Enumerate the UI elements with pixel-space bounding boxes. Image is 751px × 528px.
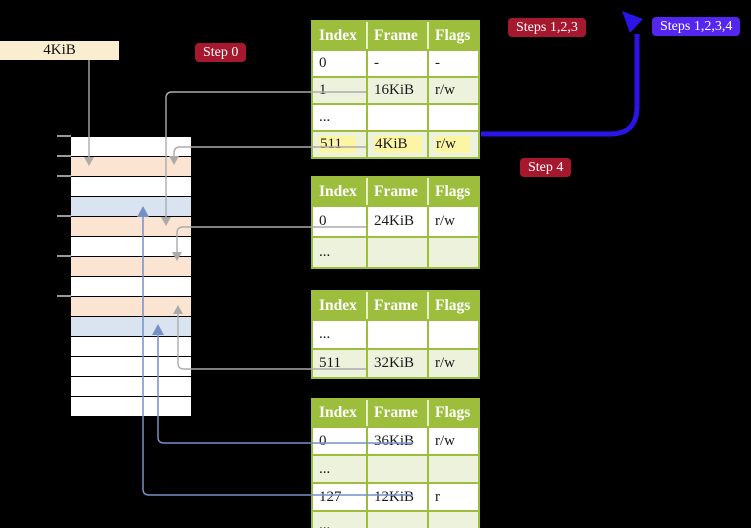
table-cell: Frame	[366, 22, 427, 49]
memory-row-page_table	[71, 157, 191, 177]
physical-memory-strip	[70, 136, 192, 417]
table-cell: Index	[319, 26, 357, 44]
memory-row-page_table	[71, 217, 191, 237]
table-row: ...	[313, 454, 478, 482]
table-cell: Flags	[427, 400, 478, 426]
table-cell	[366, 238, 427, 267]
table-cell: ...	[319, 326, 331, 342]
table-cell: 511	[313, 132, 366, 157]
memory-tick	[57, 135, 71, 137]
arrowhead-up-left-icon	[622, 11, 643, 33]
table-cell: r/w	[427, 78, 478, 103]
table-cell: r	[427, 484, 478, 510]
steps1234-badge: Steps 1,2,3,4	[652, 17, 741, 36]
highlighted-value: 4KiB	[374, 136, 422, 153]
step0-badge: Step 0	[195, 43, 247, 62]
memory-tick	[57, 295, 71, 297]
table-cell	[427, 512, 478, 528]
table-cell: ...	[319, 244, 331, 260]
table-cell	[427, 238, 478, 267]
memory-row-free	[71, 237, 191, 257]
memory-row-free	[71, 277, 191, 297]
table-cell: 4KiB	[366, 132, 427, 157]
recursive-loop-path	[481, 34, 640, 137]
table-cell: Flags	[427, 22, 478, 49]
table-cell: Flags	[427, 178, 478, 205]
table-cell: Frame	[366, 400, 427, 426]
memory-tick	[57, 215, 71, 217]
memory-row-free	[71, 337, 191, 357]
table-cell: ...	[319, 516, 331, 528]
table-cell: Frame	[366, 292, 427, 319]
table-row: ...	[313, 319, 478, 348]
table-cell: Frame	[366, 178, 427, 205]
steps123-badge: Steps 1,2,3	[508, 18, 586, 37]
memory-row-page_table	[71, 297, 191, 317]
table-cell: Flags	[427, 292, 478, 319]
table-cell: 32KiB	[366, 350, 427, 377]
highlighted-value: 511	[319, 136, 356, 153]
table-cell: r/w	[427, 207, 478, 236]
table-cell: r/w	[427, 350, 478, 377]
memory-tick	[57, 255, 71, 257]
table-cell: 16KiB	[366, 78, 427, 103]
memory-row-page_table	[71, 257, 191, 277]
table-cell: 0	[319, 55, 327, 71]
table-cell	[366, 321, 427, 348]
table-cell	[427, 456, 478, 482]
memory-row-mapped_page	[71, 197, 191, 217]
memory-row-free	[71, 397, 191, 416]
memory-tick	[57, 175, 71, 177]
table-cell: 1	[319, 82, 327, 98]
table-cell: Index	[319, 182, 357, 200]
table-row: ...	[313, 236, 478, 267]
table-cell: 36KiB	[366, 428, 427, 454]
table-cell: 12KiB	[366, 484, 427, 510]
step4-badge: Step 4	[520, 158, 572, 177]
table-cell: 0	[319, 432, 327, 449]
table-cell: 24KiB	[366, 207, 427, 236]
table-cell	[366, 512, 427, 528]
table-cell: ...	[319, 460, 331, 477]
memory-row-free	[71, 377, 191, 397]
table-cell	[427, 105, 478, 130]
table-cell	[427, 321, 478, 348]
memory-tick	[57, 155, 71, 157]
memory-row-mapped_page	[71, 317, 191, 337]
table-cell: 127	[319, 488, 342, 505]
table-row: 0 --	[313, 49, 478, 76]
memory-row-free	[71, 357, 191, 377]
table-cell: -	[427, 51, 478, 76]
frame-size-label: 4KiB	[0, 41, 119, 60]
table-row: ...	[313, 103, 478, 130]
table-cell: ...	[319, 109, 331, 125]
table-row: ...	[313, 510, 478, 528]
table-cell: 511	[319, 355, 341, 371]
table-cell: r/w	[427, 428, 478, 454]
table-cell: Index	[319, 296, 357, 314]
table-cell	[366, 456, 427, 482]
table-cell: r/w	[427, 132, 478, 157]
table-cell	[366, 105, 427, 130]
highlighted-value: r/w	[435, 136, 470, 153]
table-cell: -	[366, 51, 427, 76]
table-cell: 0	[319, 213, 327, 229]
table-cell: Index	[319, 404, 357, 421]
table-row: 511 4KiB r/w	[313, 130, 478, 157]
memory-row-free	[71, 177, 191, 197]
memory-row-free	[71, 137, 191, 157]
